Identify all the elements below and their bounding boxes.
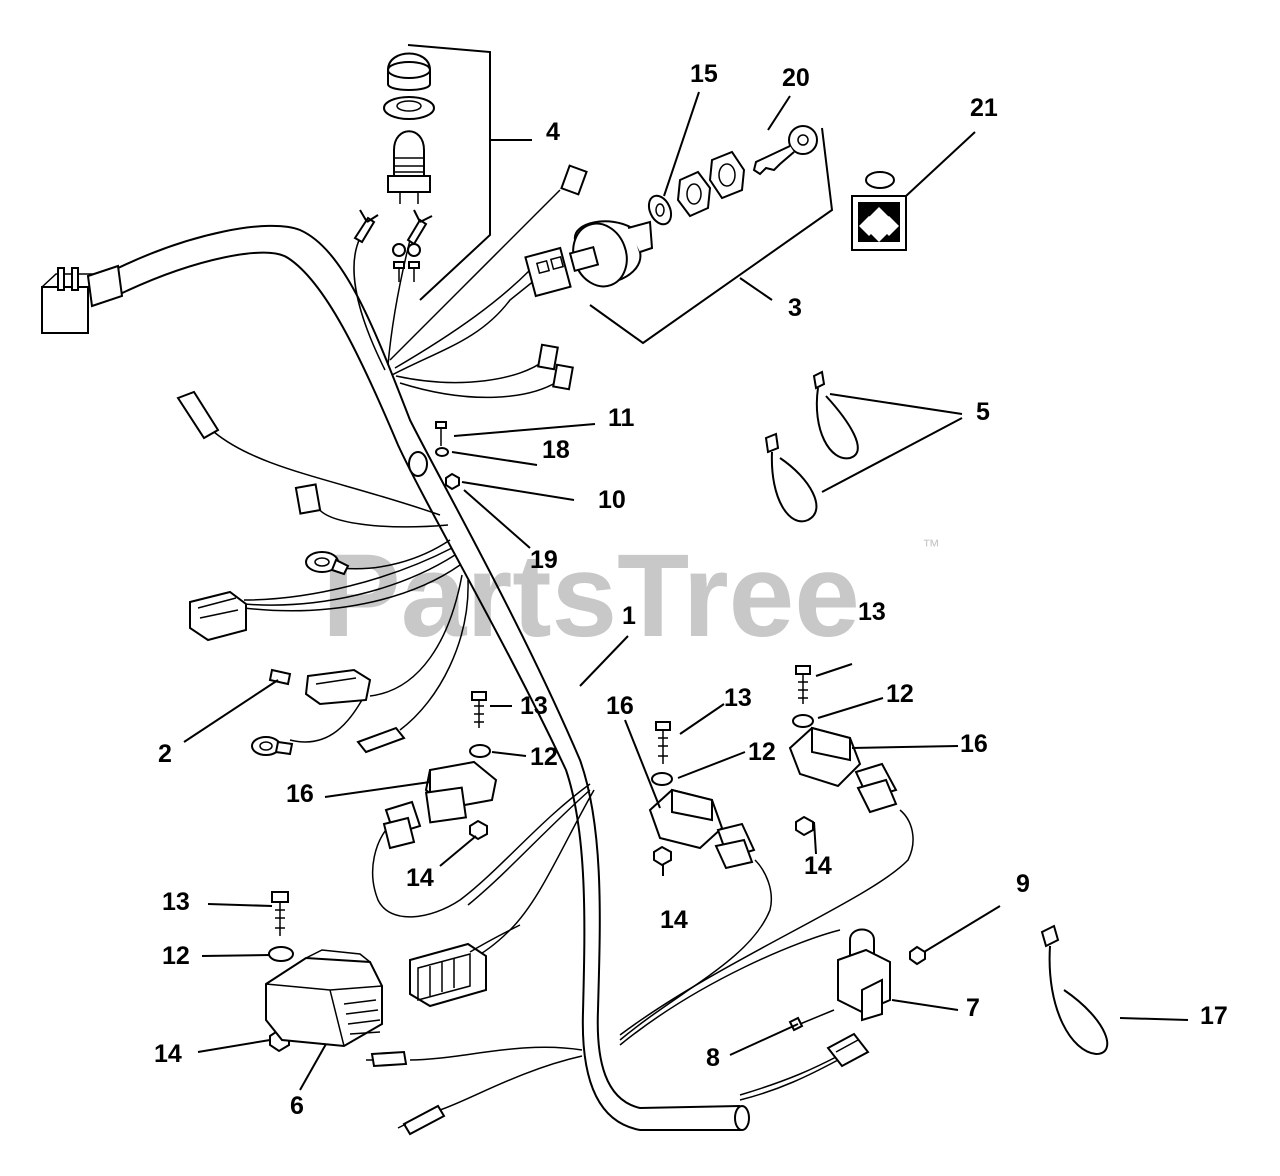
callout-leader-lines (183, 91, 1189, 1091)
cable-tie-17 (1040, 924, 1109, 1056)
bullet-connectors (366, 1050, 446, 1136)
multi-pin-connector (409, 924, 521, 1008)
callout-18: 18 (542, 436, 570, 464)
callout-14: 14 (804, 852, 832, 880)
callout-7: 7 (966, 994, 980, 1022)
relay-middle (648, 788, 756, 870)
callout-4: 4 (546, 118, 560, 146)
cable-ties-5 (764, 370, 963, 523)
safety-switch-assembly (788, 928, 926, 1068)
callout-13: 13 (520, 692, 548, 720)
callout-14: 14 (154, 1040, 182, 1068)
push-button-switch-assembly (383, 44, 532, 301)
relay-right (788, 726, 898, 814)
callout-3: 3 (788, 294, 802, 322)
callout-15: 15 (690, 60, 718, 88)
callout-13: 13 (858, 598, 886, 626)
spade-terminal-connectors (353, 164, 588, 391)
ignition-switch-assembly (524, 125, 834, 345)
callout-12: 12 (530, 743, 558, 771)
relay-mounting-hardware (268, 665, 814, 1053)
callout-8: 8 (706, 1044, 720, 1072)
callout-11: 11 (608, 404, 635, 432)
callout-12: 12 (748, 738, 776, 766)
callout-2: 2 (158, 740, 172, 768)
callout-20: 20 (782, 64, 810, 92)
callout-1: 1 (622, 602, 636, 630)
callout-13: 13 (724, 684, 752, 712)
callout-9: 9 (1016, 870, 1030, 898)
callout-16: 16 (286, 780, 314, 808)
callout-12: 12 (162, 942, 190, 970)
callout-17: 17 (1200, 1002, 1228, 1030)
main-wiring-harness (41, 224, 750, 1131)
callout-10: 10 (598, 486, 626, 514)
relay-left (382, 760, 498, 850)
callout-16: 16 (606, 692, 634, 720)
callout-13: 13 (162, 888, 190, 916)
callout-21: 21 (970, 94, 998, 122)
watermark-trademark: ™ (922, 536, 940, 556)
mounting-hardware-upper (435, 421, 596, 549)
control-module (265, 949, 383, 1048)
callout-19: 19 (530, 546, 558, 574)
callout-labels: 1 2 3 4 5 6 7 8 9 10 11 12 12 12 12 13 1… (154, 60, 1228, 1120)
lower-branch-wires (371, 783, 914, 1111)
callout-5: 5 (976, 398, 990, 426)
ignition-key (752, 125, 818, 176)
callout-14: 14 (406, 864, 434, 892)
watermark: PartsTree (322, 530, 860, 662)
decal-tag (851, 131, 976, 251)
callout-14: 14 (660, 906, 688, 934)
callout-16: 16 (960, 730, 988, 758)
left-branch-wires (176, 390, 469, 756)
callout-12: 12 (886, 680, 914, 708)
upper-branch-wires (353, 189, 561, 399)
callout-6: 6 (290, 1092, 304, 1120)
